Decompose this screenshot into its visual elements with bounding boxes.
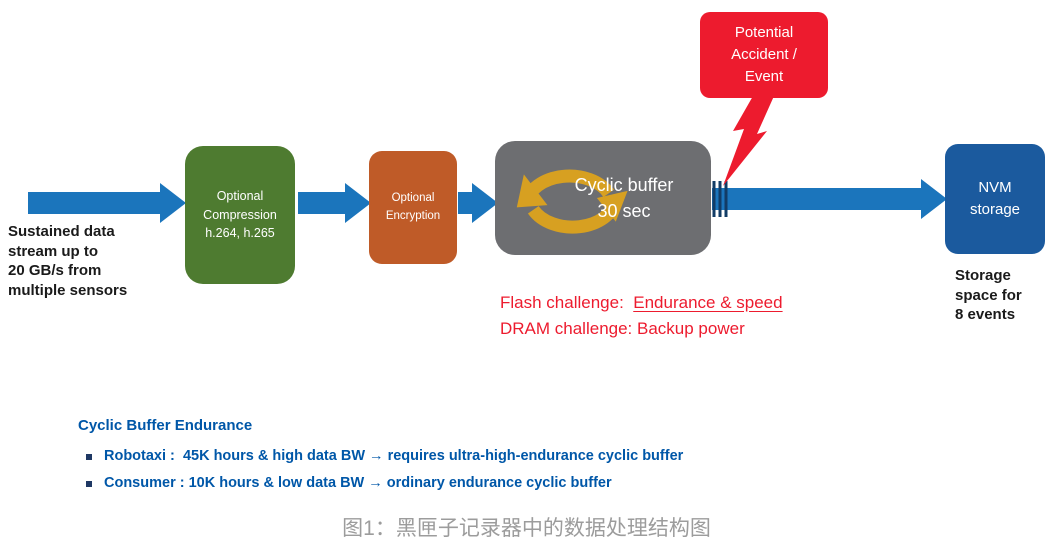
endurance-bullet-consumer: Consumer : 10K hours & low data BW → ord… bbox=[86, 475, 683, 491]
endurance-section: Cyclic Buffer Endurance Robotaxi : 45K h… bbox=[78, 417, 683, 502]
encryption-node: Optional Encryption bbox=[369, 151, 457, 264]
encryption-node-label: Optional Encryption bbox=[385, 192, 441, 222]
dram-challenge-text: DRAM challenge: Backup power bbox=[500, 318, 745, 338]
flash-challenge-underlined: Endurance & speed bbox=[633, 293, 783, 312]
endurance-bullet-robotaxi: Robotaxi : 45K hours & high data BW → re… bbox=[86, 448, 683, 464]
flash-challenge-text: Flash challenge: Endurance & speed bbox=[500, 290, 783, 316]
flow-arrow-source-to-compression bbox=[28, 183, 186, 223]
square-bullet-icon bbox=[86, 454, 92, 460]
flow-arrow-encryption-to-buffer bbox=[458, 183, 498, 223]
cyclic-buffer-node: Cyclic buffer 30 sec bbox=[495, 141, 711, 255]
nvm-storage-label: NVM storage bbox=[969, 178, 1021, 219]
endurance-bullet-text: Consumer : 10K hours & low data BW → ord… bbox=[104, 475, 612, 491]
flow-arrow-compression-to-encryption bbox=[298, 183, 371, 223]
cyclic-arrows-icon bbox=[516, 169, 628, 234]
compression-node-label: Optional Compression h.264, h.265 bbox=[203, 188, 277, 241]
endurance-heading: Cyclic Buffer Endurance bbox=[78, 417, 253, 434]
lightning-bolt-icon bbox=[723, 96, 774, 186]
accident-callout: Potential Accident / Event bbox=[700, 12, 828, 98]
cyclic-buffer-label: Cyclic buffer 30 sec bbox=[574, 174, 674, 221]
accident-callout-label: Potential Accident / Event bbox=[731, 24, 797, 85]
endurance-bullet-text: Robotaxi : 45K hours & high data BW → re… bbox=[104, 448, 684, 464]
square-bullet-icon bbox=[86, 481, 92, 487]
flash-challenge-prefix: Flash challenge: bbox=[500, 293, 634, 312]
nvm-storage-node: NVM storage bbox=[945, 144, 1045, 254]
source-data-label: Sustained data stream up to 20 GB/s from… bbox=[8, 223, 128, 299]
storage-capacity-label: Storage space for 8 events bbox=[955, 267, 1022, 323]
write-pointer-ticks-icon bbox=[712, 181, 728, 217]
flow-arrow-buffer-to-nvm bbox=[712, 179, 947, 219]
compression-node: Optional Compression h.264, h.265 bbox=[185, 146, 295, 284]
challenge-notes: Flash challenge: Endurance & speed DRAM … bbox=[500, 290, 783, 341]
figure-caption: 图1：黑匣子记录器中的数据处理结构图 bbox=[342, 517, 711, 540]
